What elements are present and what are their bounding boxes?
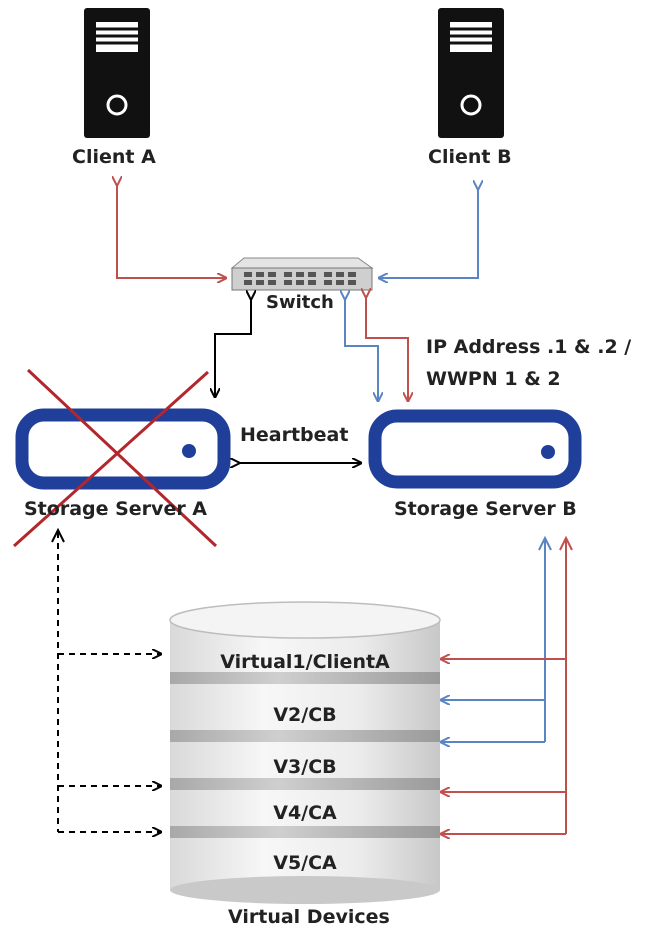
disk-label-1: Virtual1/ClientA [220,651,390,673]
switch-icon [230,257,374,291]
client-a-switch-link [117,184,225,278]
client-b-switch-link [380,188,478,278]
client-a-icon [84,8,150,138]
virtual-devices-label: Virtual Devices [228,906,390,928]
dashed-arrow-head [51,527,65,543]
storage-server-b-icon [368,409,582,489]
switch-server-a-link [215,298,251,396]
heartbeat-label: Heartbeat [240,424,349,446]
client-b-label: Client B [428,146,512,168]
server-b-red-links [442,540,567,834]
switch-server-b-red-link [366,296,408,400]
blue-arrow-head [538,535,552,551]
switch-label: Switch [266,292,334,313]
storage-server-a-icon [15,408,231,490]
client-b-icon [438,8,504,138]
client-a-label: Client A [72,146,156,168]
disk-label-5: V5/CA [273,852,337,874]
switch-server-b-blue-link [345,298,378,400]
wwpn-label: WWPN 1 & 2 [426,368,561,390]
red-arrow-head [559,535,573,551]
storage-server-b-label: Storage Server B [394,498,577,520]
disk-label-4: V4/CA [273,802,337,824]
disk-label-3: V3/CB [273,756,337,778]
storage-server-a-label: Storage Server A [24,498,208,520]
disk-label-2: V2/CB [273,704,337,726]
server-b-blue-links [442,540,546,742]
standby-dashed-links [57,532,160,832]
failure-cross-icon [12,368,218,548]
virtual-device-stack [169,601,441,904]
ip-address-label: IP Address .1 & .2 / [426,336,632,358]
